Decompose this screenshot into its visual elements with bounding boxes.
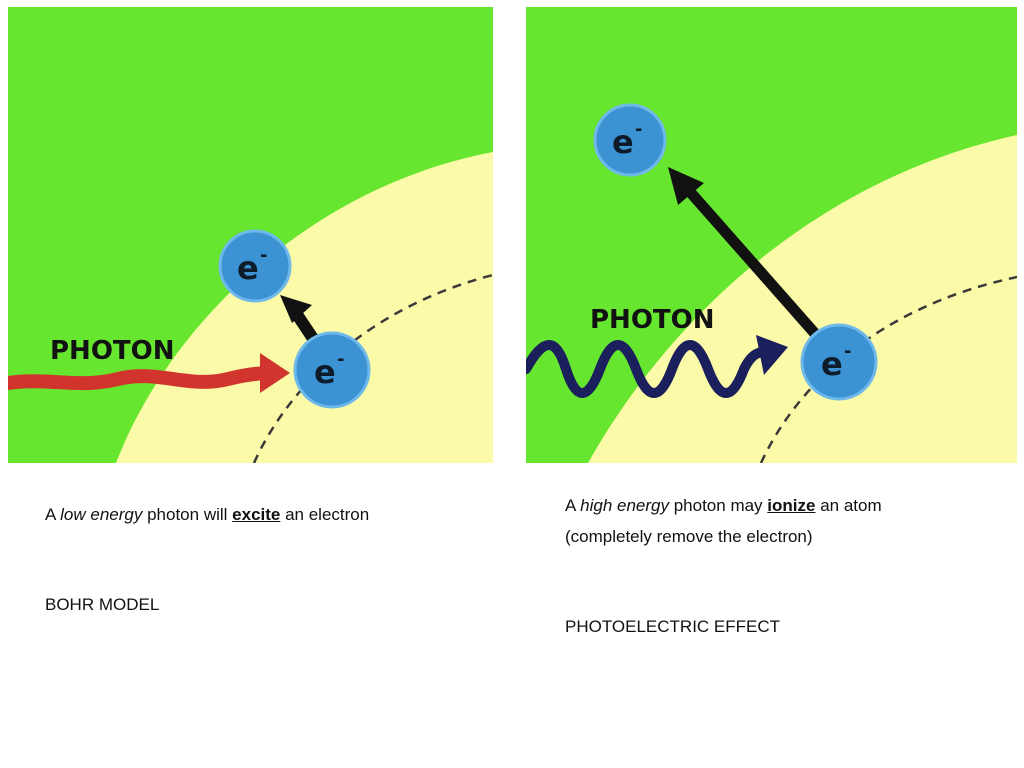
excited-electron: e - [218, 229, 292, 303]
ejected-electron: e - [593, 103, 667, 177]
excitation-arrowhead [280, 295, 312, 323]
photon-label: PHOTON [50, 336, 175, 366]
electron-symbol: e [821, 345, 843, 383]
ejection-arrow-shaft [679, 181, 823, 341]
photoelectric-svg: PHOTON e - e - [526, 7, 1017, 463]
low-energy-photon-wave [8, 366, 277, 391]
caption-action: excite [232, 505, 281, 524]
photoelectric-caption: A high energy photon may ionize an atom … [565, 490, 985, 552]
atom-nucleus-region [588, 135, 1017, 463]
photoelectric-effect-label: PHOTOELECTRIC EFFECT [565, 617, 781, 636]
photoelectric-diagram: PHOTON e - e - [526, 7, 1017, 463]
electron-charge: - [844, 341, 851, 362]
caption-suffix: an electron [285, 505, 370, 524]
caption-prefix: A [565, 496, 576, 515]
low-energy-photon-arrowhead [260, 353, 290, 393]
photon-label: PHOTON [590, 305, 715, 335]
electron-orbit [759, 275, 1017, 463]
bound-electron: e - [800, 323, 878, 401]
caption-action: ionize [767, 496, 816, 515]
electron-symbol: e [612, 123, 634, 161]
electron-symbol: e [314, 353, 336, 391]
electron-orbit [252, 273, 493, 463]
caption-middle: photon will [147, 505, 228, 524]
caption-energy: high energy [580, 496, 669, 515]
ground-electron: e - [293, 331, 371, 409]
caption-line2: (completely remove the electron) [565, 527, 813, 546]
bohr-caption: A low energy photon will excite an elect… [45, 499, 465, 530]
bohr-model-label: BOHR MODEL [45, 595, 160, 614]
ejection-arrowhead [668, 167, 704, 205]
electron-charge: - [635, 119, 642, 140]
high-energy-photon-arrowhead [756, 335, 788, 375]
caption-energy: low energy [60, 505, 143, 524]
electron-symbol: e [237, 249, 259, 287]
caption-middle: photon may [673, 496, 763, 515]
electron-charge: - [337, 349, 344, 370]
bohr-model-diagram: PHOTON e - e - [8, 7, 493, 463]
high-energy-photon-wave [526, 340, 771, 398]
caption-suffix: an atom [820, 496, 882, 515]
caption-prefix: A [45, 505, 56, 524]
electron-charge: - [260, 245, 267, 266]
bohr-model-svg: PHOTON e - e - [8, 7, 493, 463]
